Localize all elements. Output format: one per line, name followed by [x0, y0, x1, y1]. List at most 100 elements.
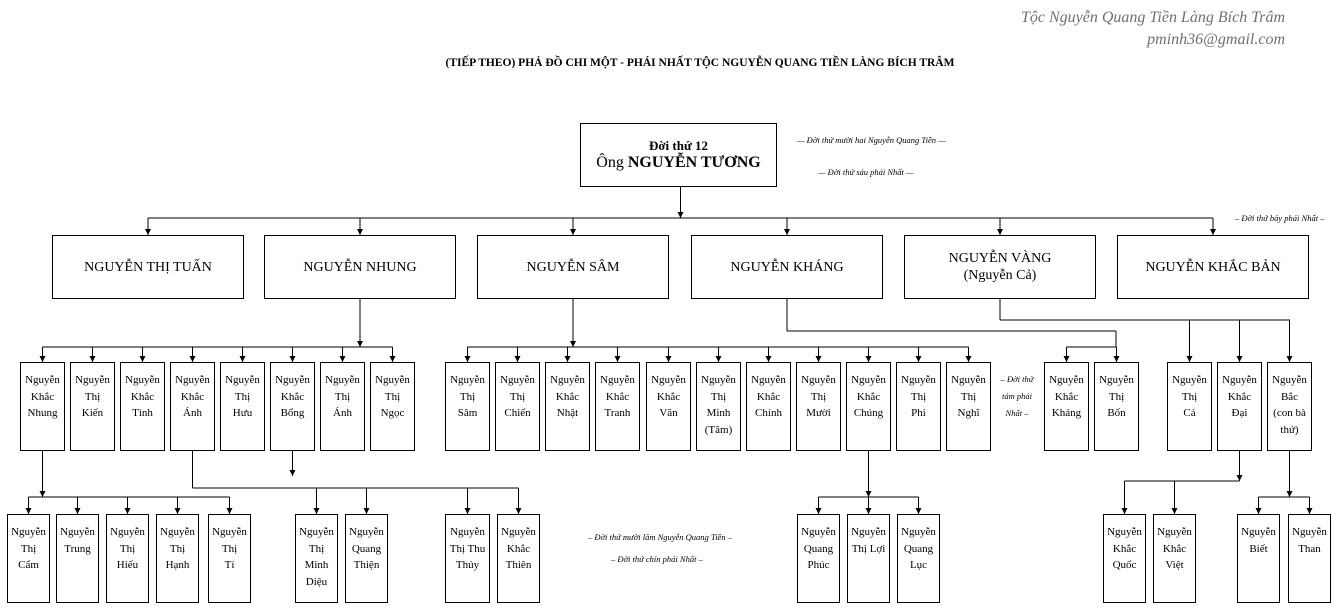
root-prefix: Ông — [596, 154, 628, 171]
connector-arrow — [677, 212, 684, 218]
person-nguyen-khang-line-1: NGUYỄN KHÁNG — [730, 259, 844, 275]
annotation-gen8: – Đời thứ tám phái Nhất – — [1000, 374, 1034, 418]
person-nguyen-thi-bon-line-3: Bốn — [1107, 407, 1126, 419]
person-nguyen-khac-anh-line-3: Ánh — [183, 407, 202, 419]
connector-arrow — [25, 508, 32, 514]
connector-arrow — [464, 356, 471, 362]
annotation-gen12: — Đời thứ mười hai Nguyễn Quang Tiền — — [797, 135, 946, 145]
person-nguyen-khac-van-line-3: Văn — [659, 407, 678, 419]
person-nguyen-bac-con-ba-thu-line-3: (con bà — [1273, 407, 1306, 419]
person-nguyen-nhung: NGUYỄN NHUNG — [264, 235, 456, 299]
person-nguyen-khac-dai-line-1: Nguyễn — [1222, 374, 1257, 386]
annotation-gen6: — Đời thứ sáu phái Nhất — — [818, 167, 914, 177]
person-nguyen-sam: NGUYỄN SÂM — [477, 235, 669, 299]
connector-arrow — [74, 508, 81, 514]
person-nguyen-khac-dai-line-3: Đại — [1231, 407, 1248, 419]
person-nguyen-khac-bong-line-2: Khắc — [280, 390, 305, 403]
person-nguyen-khac-quoc-line-3: Quốc — [1112, 559, 1137, 571]
person-nguyen-thi-ca-line-3: Cả — [1183, 407, 1196, 419]
person-nguyen-thi-loi-line-1: Nguyễn — [851, 526, 886, 538]
person-nguyen-vang-line-2: (Nguyễn Cả) — [963, 268, 1037, 283]
person-nguyen-khac-chinh-line-1: Nguyễn — [751, 374, 786, 386]
person-nguyen-vang-line-1: NGUYỄN VÀNG — [948, 251, 1052, 266]
person-nguyen-thi-thu-thuy-line-2: Thị Thu — [449, 542, 486, 555]
connector-arrow — [145, 229, 151, 235]
person-nguyen-khac-ban-line-1: NGUYỄN KHẮC BẢN — [1145, 259, 1281, 275]
person-nguyen-thi-ngoc-line-3: Ngọc — [380, 407, 405, 419]
person-nguyen-quang-phuc-line-1: Nguyễn — [801, 526, 836, 538]
connector-arrow — [997, 229, 1003, 235]
connector-arrow — [515, 508, 522, 514]
person-nguyen-thi-anh-line-1: Nguyễn — [325, 374, 360, 386]
person-nguyen-khac-khang-line-2: Khắc — [1054, 390, 1079, 403]
person-nguyen-khac-nhat-line-2: Khắc — [555, 390, 580, 403]
connector-arrow — [124, 508, 131, 514]
person-nguyen-thi-kien-line-2: Thị — [84, 390, 101, 403]
person-nguyen-thi-ngoc-line-2: Thị — [384, 390, 401, 403]
person-nguyen-thi-kien-line-1: Nguyễn — [75, 374, 110, 386]
root-name: NGUYỄN TƯƠNG — [627, 154, 761, 171]
connector-arrow — [357, 341, 363, 347]
person-nguyen-khac-tranh-line-3: Tranh — [604, 407, 631, 419]
connector-arrow — [389, 356, 396, 362]
person-nguyen-khac-nhung-line-2: Khắc — [30, 390, 55, 403]
connector-arrow — [1171, 508, 1178, 514]
person-nguyen-thi-phi-line-3: Phi — [911, 407, 926, 419]
person-nguyen-khac-dai-line-2: Khắc — [1227, 390, 1252, 403]
person-nguyen-khac-khang-line-3: Kháng — [1051, 407, 1082, 419]
person-nguyen-thi-cam-line-1: Nguyễn — [11, 526, 46, 538]
person-nguyen-thi-phi-line-2: Thị — [910, 390, 927, 403]
person-nguyen-vang: NGUYỄN VÀNG (Nguyễn Cả) — [904, 235, 1096, 299]
annotation-gen7: – Đời thứ bảy phái Nhất – — [1235, 213, 1325, 223]
person-nguyen-thi-thu-thuy-line-1: Nguyễn — [450, 526, 485, 538]
connector-arrow — [357, 229, 363, 235]
person-nguyen-thi-sam-line-1: Nguyễn — [450, 374, 485, 386]
person-nguyen-quang-phuc-line-2: Quang — [803, 542, 834, 555]
person-nguyen-thi-loi-line-2: Thị Lợi — [851, 542, 886, 555]
person-nguyen-khac-anh-line-1: Nguyễn — [175, 374, 210, 386]
connector-arrow — [965, 356, 972, 362]
root-generation-label: Đời thứ 12 — [648, 138, 709, 153]
person-nguyen-thi-minh-dieu-line-3: Minh — [304, 559, 329, 571]
person-nguyen-thi-hieu-line-2: Thị — [119, 542, 136, 555]
person-nguyen-khac-tinh-line-3: Tình — [132, 407, 153, 419]
connector-arrow — [815, 356, 822, 362]
person-nguyen-thi-chien-line-3: Chiến — [504, 407, 531, 419]
connector-arrow — [564, 356, 571, 362]
person-nguyen-thi-ti-line-2: Thị — [221, 542, 238, 555]
person-nguyen-sam-line-1: NGUYỄN SÂM — [526, 259, 620, 275]
connector-arrow — [665, 356, 672, 362]
person-nguyen-thi-sam-line-2: Thị — [459, 390, 476, 403]
page-title: (TIẾP THEO) PHẢ ĐỒ CHI MỘT - PHÁI NHẤT T… — [445, 57, 955, 69]
connector-arrow — [1306, 508, 1313, 514]
person-nguyen-thi-chien-line-2: Thị — [509, 390, 526, 403]
person-nguyen-khac-ban: NGUYỄN KHẮC BẢN — [1117, 235, 1309, 299]
person-nguyen-thi-minh-tam-line-4: (Tâm) — [704, 423, 733, 436]
person-nguyen-khac-anh-line-2: Khắc — [180, 390, 205, 403]
connector-arrow — [139, 356, 146, 362]
person-nguyen-thi-minh-dieu-line-1: Nguyễn — [299, 526, 334, 538]
person-nguyen-thi-chien-line-1: Nguyễn — [500, 374, 535, 386]
person-nguyen-thi-nghi-line-3: Nghĩ — [957, 407, 980, 419]
connector-arrow — [464, 508, 471, 514]
person-nguyen-bac-con-ba-thu-line-2: Bắc — [1280, 390, 1299, 403]
person-nguyen-biet-line-1: Nguyễn — [1241, 526, 1276, 538]
person-nguyen-khac-tinh-line-1: Nguyễn — [125, 374, 160, 386]
connector-arrow — [1236, 475, 1243, 481]
